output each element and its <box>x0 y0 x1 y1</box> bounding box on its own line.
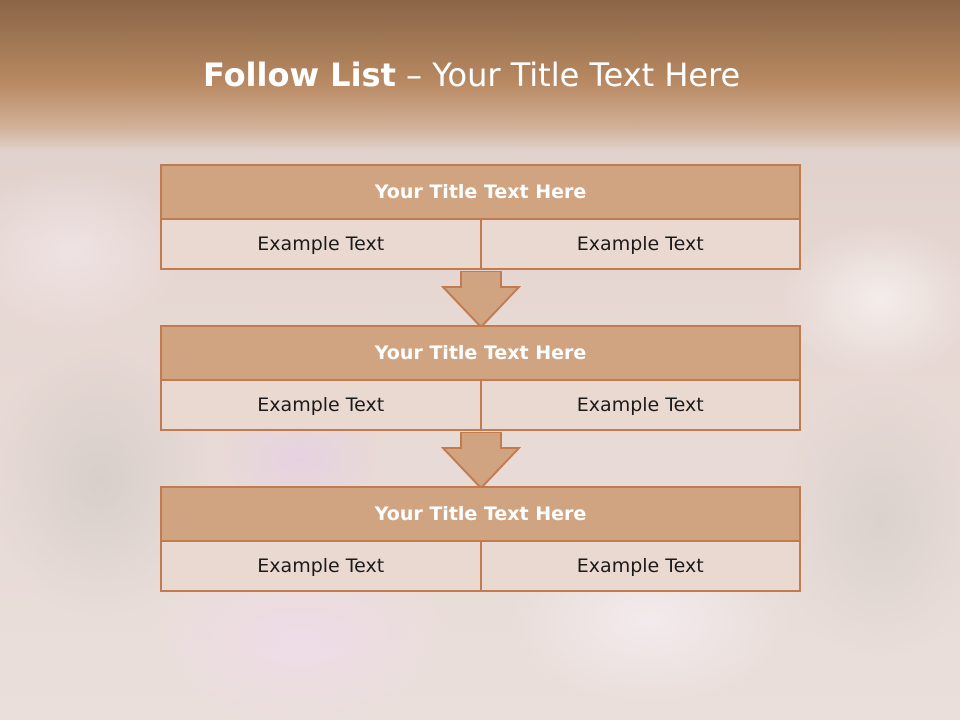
list-block-3: Your Title Text Here Example Text Exampl… <box>160 486 801 592</box>
block-cell-right: Example Text <box>481 220 801 270</box>
block-row: Example Text Example Text <box>160 381 801 431</box>
block-cell-right: Example Text <box>481 381 801 431</box>
block-cell-right: Example Text <box>481 542 801 592</box>
page-title: Follow List – Your Title Text Here <box>0 52 960 98</box>
down-arrow-icon <box>441 271 521 329</box>
block-cell-left: Example Text <box>160 220 482 270</box>
list-block-2: Your Title Text Here Example Text Exampl… <box>160 325 801 431</box>
block-cell-left: Example Text <box>160 381 482 431</box>
list-block-1: Your Title Text Here Example Text Exampl… <box>160 164 801 270</box>
title-band <box>0 0 960 150</box>
block-cell-left: Example Text <box>160 542 482 592</box>
down-arrow-icon <box>441 432 521 490</box>
block-heading: Your Title Text Here <box>160 325 801 381</box>
block-heading: Your Title Text Here <box>160 486 801 542</box>
title-bold: Follow List <box>203 56 396 94</box>
title-rest: – Your Title Text Here <box>395 56 741 94</box>
block-row: Example Text Example Text <box>160 542 801 592</box>
block-row: Example Text Example Text <box>160 220 801 270</box>
block-heading: Your Title Text Here <box>160 164 801 220</box>
